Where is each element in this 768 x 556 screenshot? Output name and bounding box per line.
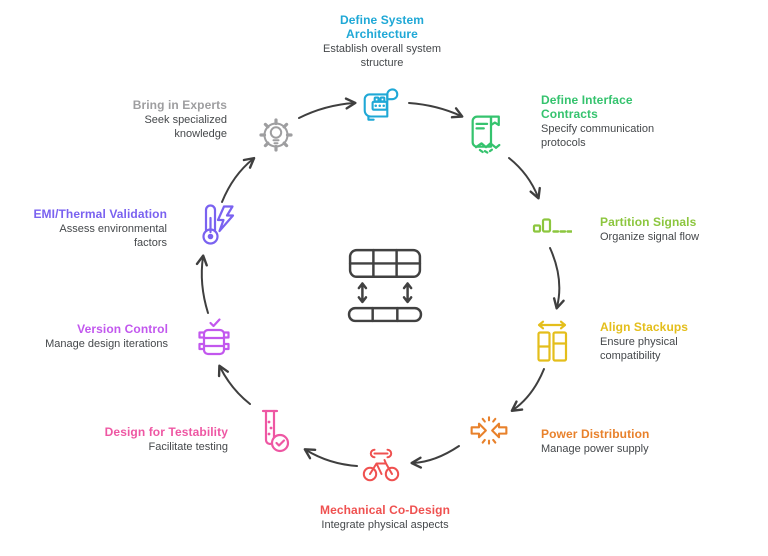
node-title: Define System Architecture	[340, 13, 424, 42]
node-power-distribution: Power Distribution Manage power supply	[541, 427, 711, 457]
arrow-stackups-to-power	[510, 368, 545, 412]
colliding-arrows-icon	[469, 414, 509, 448]
node-subtitle: Seek specialized knowledge	[144, 114, 227, 140]
node-title: Power Distribution	[541, 427, 650, 441]
node-title: Align Stackups	[600, 320, 689, 334]
node-subtitle: Manage design iterations	[45, 338, 168, 351]
board-assembly-table-icon	[347, 247, 423, 323]
node-bring-in-experts: Bring in Experts Seek specialized knowle…	[67, 98, 227, 142]
node-version-control: Version Control Manage design iterations	[0, 322, 168, 352]
node-title: Mechanical Co-Design	[319, 503, 451, 517]
arrow-experts-to-architecture	[298, 97, 357, 119]
arrow-contracts-to-partition	[508, 157, 541, 200]
blueprint-scroll-icon	[360, 86, 402, 126]
node-define-interface-contracts: Define Interface Contracts Specify commu…	[541, 93, 701, 151]
arrow-emi-to-experts	[221, 156, 256, 203]
node-subtitle: Establish overall system structure	[323, 43, 441, 70]
arrow-power-to-mechanical	[410, 445, 460, 469]
versioned-stack-check-icon	[194, 316, 234, 360]
node-title: Design for Testability	[104, 425, 228, 439]
node-design-for-testability: Design for Testability Facilitate testin…	[48, 425, 228, 455]
arrow-partition-to-stackups	[549, 247, 565, 310]
arrow-mechanical-to-testability	[303, 448, 358, 467]
arrow-testability-to-version	[217, 364, 251, 405]
stackup-columns-icon	[534, 319, 570, 364]
signal-bars-icon	[532, 213, 572, 239]
gear-lightbulb-icon	[254, 113, 298, 157]
node-mechanical-co-design: Mechanical Co-Design Integrate physical …	[285, 503, 485, 533]
node-subtitle: Integrate physical aspects	[321, 519, 449, 532]
bicycle-wrench-icon	[361, 443, 401, 485]
contract-handshake-icon	[466, 112, 506, 158]
node-partition-signals: Partition Signals Organize signal flow	[600, 215, 760, 245]
node-title: Bring in Experts	[132, 98, 227, 112]
node-subtitle: Assess environmental factors	[59, 223, 167, 249]
node-title: Partition Signals	[600, 215, 697, 229]
arrow-version-to-emi	[195, 254, 209, 314]
node-define-system-architecture: Define System Architecture Establish ove…	[297, 13, 467, 71]
node-subtitle: Manage power supply	[541, 443, 649, 456]
thermometer-bolt-icon	[193, 203, 237, 247]
node-subtitle: Specify communication protocols	[541, 123, 655, 150]
test-tube-check-icon	[256, 407, 292, 457]
node-title: EMI/Thermal Validation	[33, 207, 167, 221]
node-subtitle: Organize signal flow	[600, 231, 700, 244]
node-align-stackups: Align Stackups Ensure physical compatibi…	[600, 320, 750, 364]
node-emi-thermal-validation: EMI/Thermal Validation Assess environmen…	[2, 207, 167, 251]
node-title: Define Interface Contracts	[541, 93, 633, 122]
node-subtitle: Facilitate testing	[148, 441, 228, 454]
node-title: Version Control	[77, 322, 168, 336]
node-subtitle: Ensure physical compatibility	[600, 336, 678, 362]
arrow-architecture-to-contracts	[408, 102, 464, 119]
